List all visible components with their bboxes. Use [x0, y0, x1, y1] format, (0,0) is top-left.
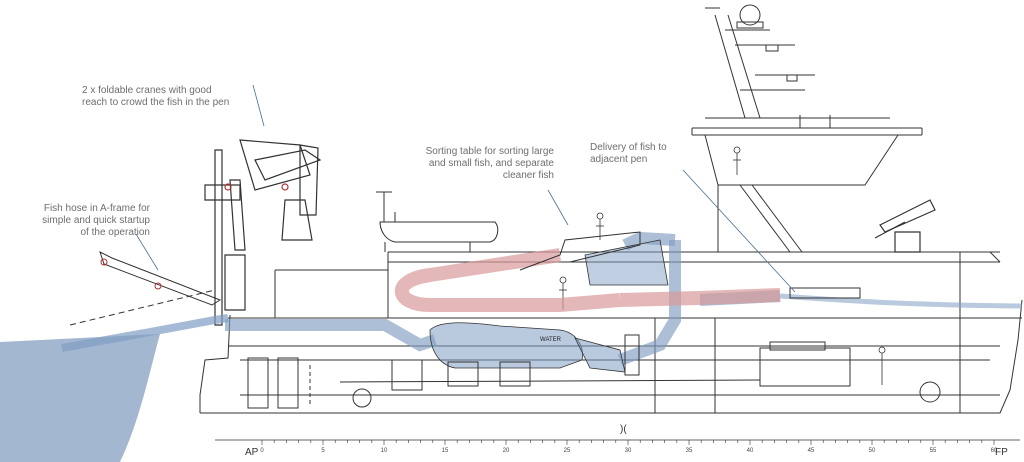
scale-tick-label: 5	[321, 448, 325, 454]
a-frame-fish-hose	[69, 251, 222, 326]
scale-tick-label: 60	[991, 448, 998, 454]
forward-perpendicular-mark: FP	[995, 447, 1008, 458]
scale-tick-label: 35	[686, 448, 693, 454]
foldable-cranes	[204, 139, 322, 326]
scale-tick-label: 20	[503, 448, 510, 454]
superstructure	[691, 4, 923, 253]
water-tank	[429, 322, 583, 369]
callout-leaders	[135, 84, 796, 293]
fore-crane	[874, 199, 936, 253]
scale-tick-label: 25	[564, 448, 571, 454]
sorting-table	[519, 231, 641, 271]
sorting-unit-blue	[584, 239, 669, 286]
machinery	[247, 334, 941, 409]
midship-symbol: )(	[620, 424, 627, 435]
sea-area	[0, 334, 160, 462]
frame-scale-ticks: 0 5 10 15 20 25 30 35 40 45 50 55 60	[260, 440, 998, 454]
rescue-boat	[376, 191, 499, 252]
scale-tick-label: 30	[625, 448, 632, 454]
fish-hose-to-sea	[61, 314, 229, 352]
scale-tick-label: 50	[869, 448, 876, 454]
scale-tick-label: 0	[260, 448, 264, 454]
callout-cranes: 2 x foldable cranes with good reach to c…	[82, 85, 230, 108]
sorting-chute	[394, 248, 781, 312]
aft-perpendicular-mark: AP	[245, 447, 259, 458]
scale-tick-label: 15	[442, 448, 449, 454]
scale-tick-label: 40	[747, 448, 754, 454]
callout-sorting-table: Sorting table for sorting large and smal…	[425, 146, 554, 181]
scale-tick-label: 45	[808, 448, 815, 454]
delivery-table	[789, 287, 861, 299]
callout-delivery: Delivery of fish to adjacent pen	[590, 142, 667, 165]
callout-fish-hose: Fish hose in A-frame for simple and quic…	[42, 203, 150, 238]
scale-tick-label: 55	[930, 448, 937, 454]
scale-tick-label: 10	[381, 448, 388, 454]
water-tank-label: WATER	[540, 337, 562, 343]
